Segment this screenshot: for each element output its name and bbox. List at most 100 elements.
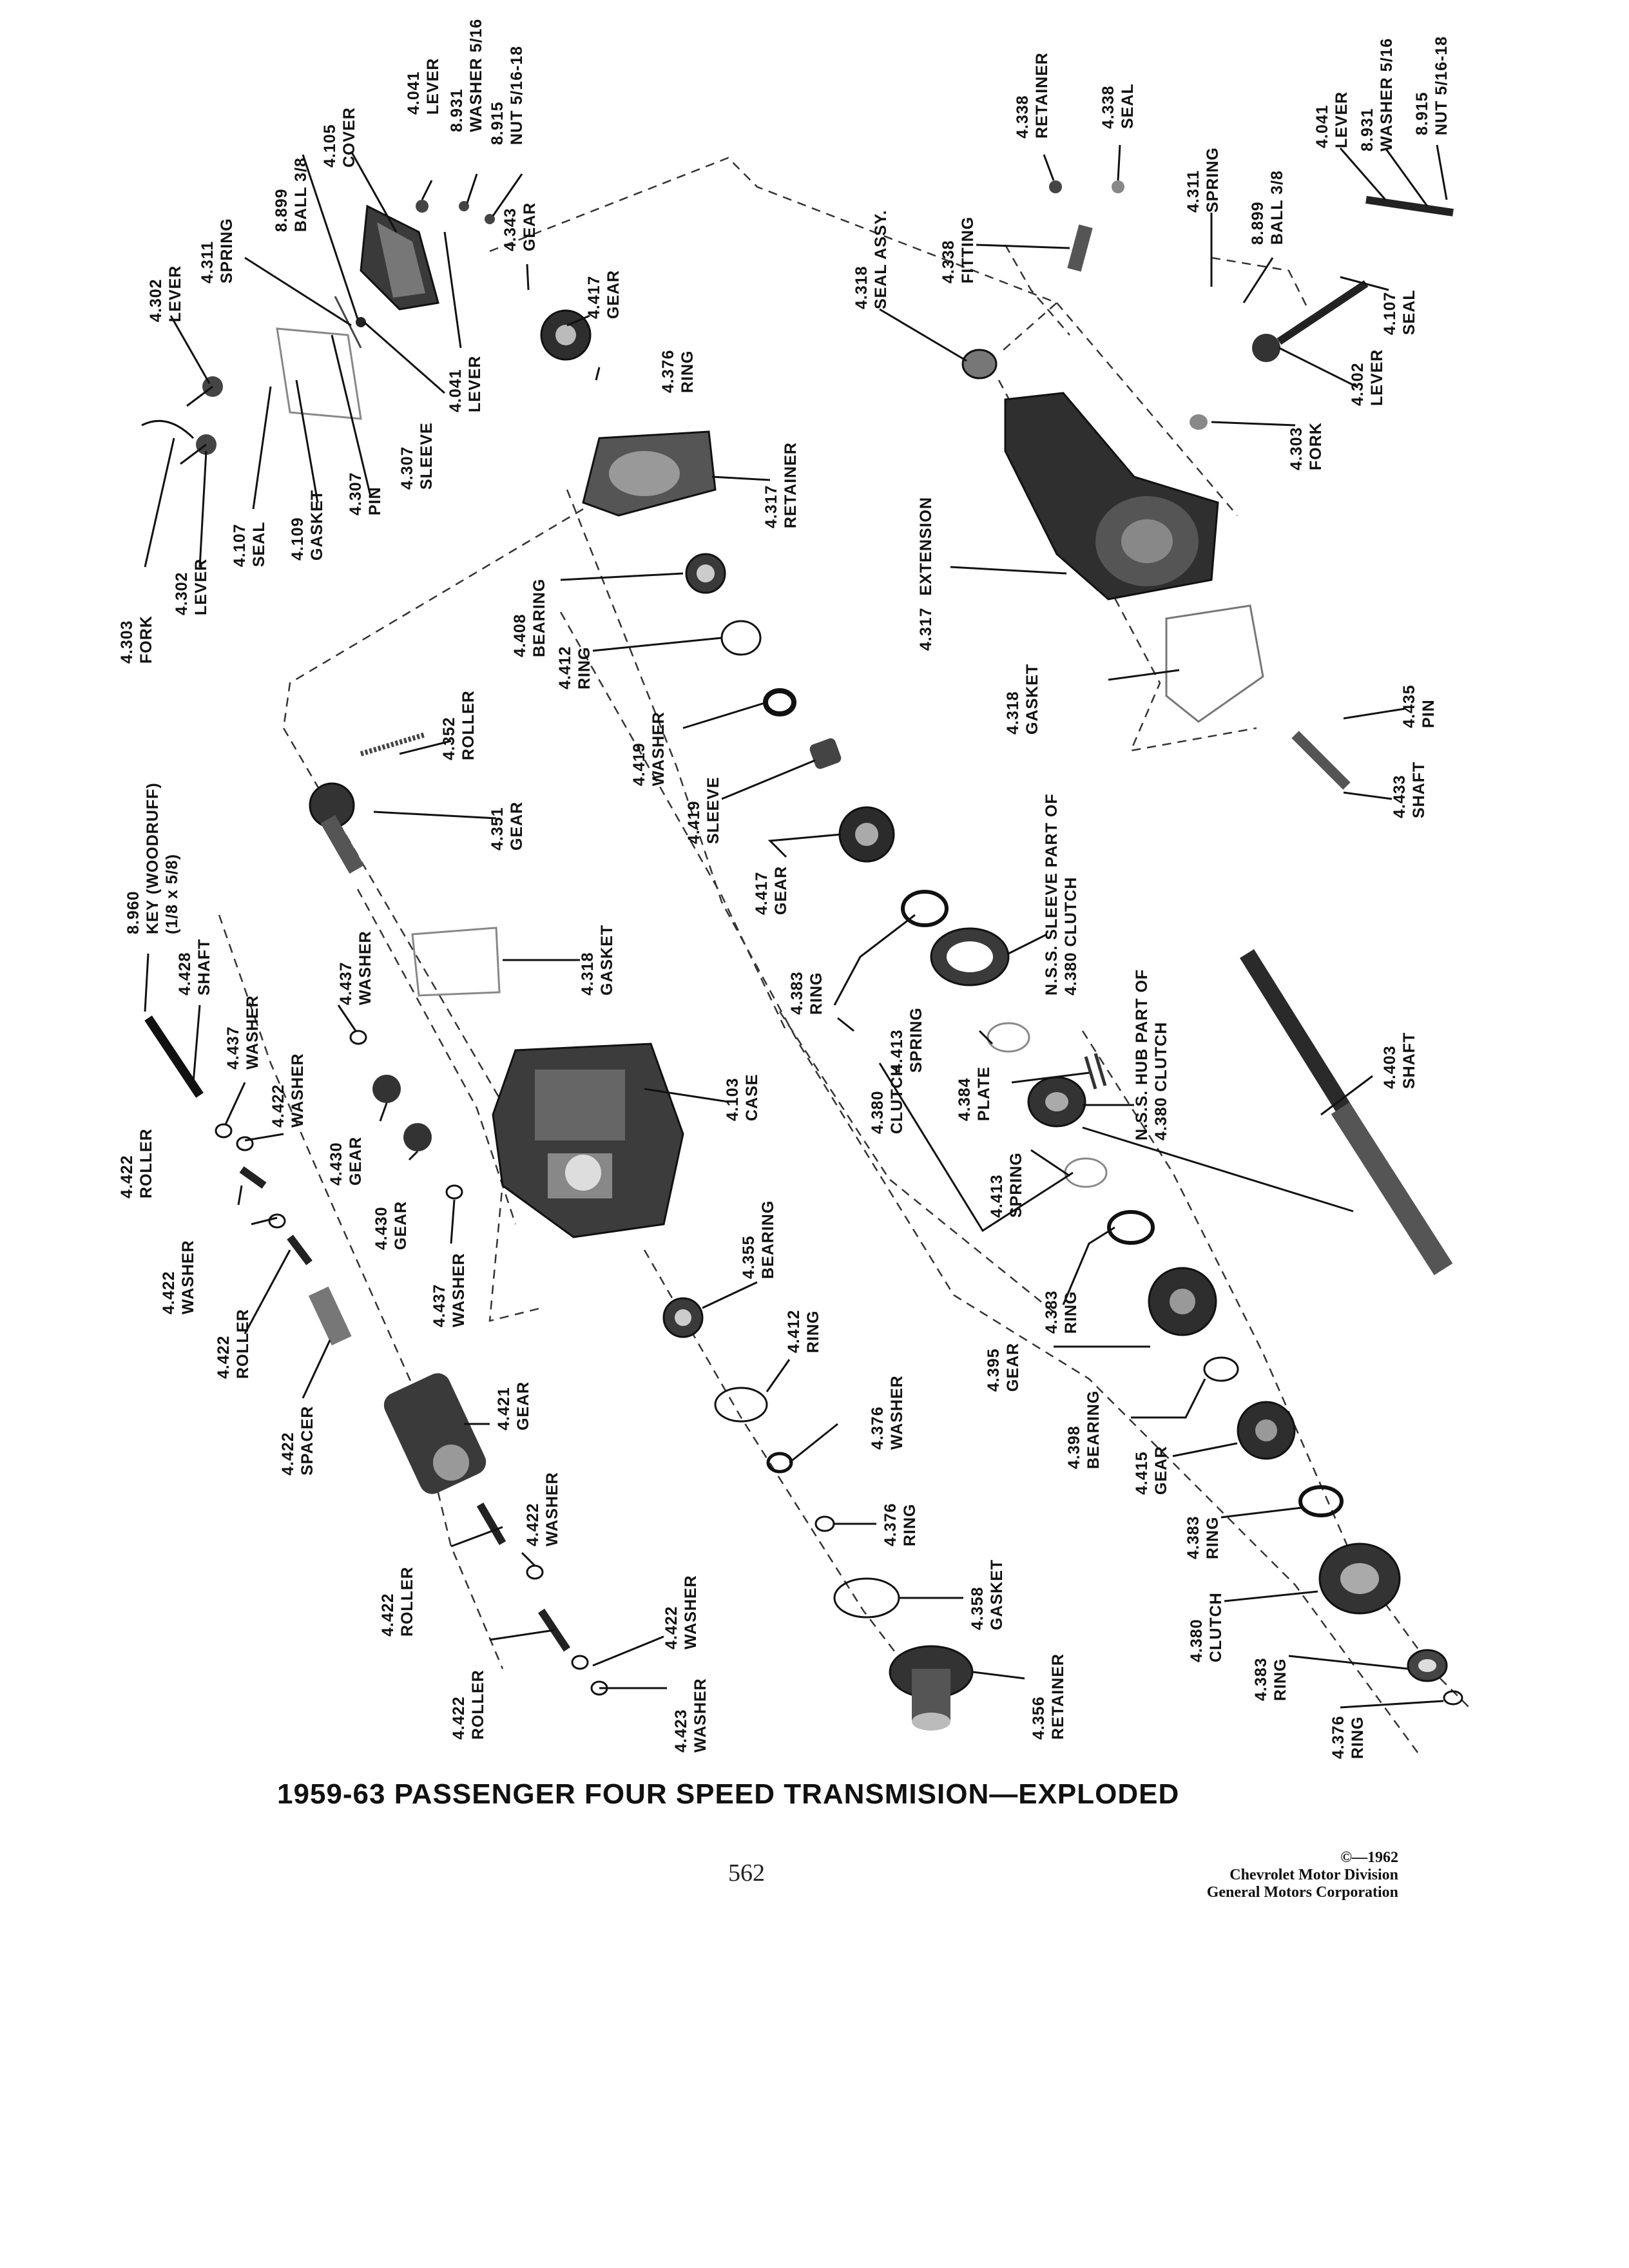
callout-4422-roller-4: 4.422ROLLER [450,1669,487,1740]
callout-4412-ring-2: 4.412RING [785,1309,822,1353]
lever-4302-right-part [1252,280,1369,362]
clutch-4380-part [1318,1542,1401,1615]
credit-line-2: General Motors Corporation [1206,1884,1398,1901]
gasket-4318-part [411,927,501,997]
extension-4317-part [1004,392,1219,601]
gear-4417-top-part [540,309,592,361]
washer-4419-part [763,688,796,716]
callout-4408-bearing: 4.408BEARING [511,579,548,657]
callout-4422-roller-3: 4.422ROLLER [379,1566,416,1637]
side-gasket-part [276,327,362,420]
callout-4376-washer: 4.376WASHER [869,1375,906,1450]
callout-4412-ring: 4.412RING [556,646,593,689]
callout-4376-ring-2: 4.376RING [882,1503,919,1546]
callout-4376-ring-top: 4.376RING [659,349,697,393]
seal-4338-part [1112,180,1124,193]
plate-4384-part [1084,1053,1107,1090]
callout-4303-fork: 4.303FORK [118,615,155,664]
callout-4105-cover: 4.105COVER [321,107,358,168]
ring-4412-part [720,620,762,656]
callout-4303-fork-r: 4.303FORK [1287,422,1325,470]
bearing-4408-part [685,553,726,594]
callout-4422-spacer: 4.422SPACER [279,1406,316,1475]
gear-4395-part [1148,1267,1217,1336]
callout-4318-gasket-r: 4.318GASKET [1004,664,1041,735]
copyright-line: ©—1962 [1340,1849,1398,1866]
callout-4307-sleeve: 4.307SLEEVE [398,422,436,490]
callout-4311-spring: 4.311SPRING [198,218,236,284]
callout-8899-ball: 8.899BALL 3/8 [273,157,310,232]
callout-4422-washer-2: 4.422WASHER [160,1240,197,1314]
ring-4412-lower-part [714,1387,768,1423]
callout-4107-seal: 4.107SEAL [231,521,268,567]
callout-4415-gear: 4.415GEAR [1133,1446,1170,1495]
callout-4356-retainer: 4.356RETAINER [1030,1653,1067,1740]
callout-4422-roller-2: 4.422ROLLER [215,1309,252,1379]
bearing-4398-part [1203,1356,1239,1382]
callout-4437-washer-3: 4.437WASHER [430,1253,468,1327]
callout-nss-hub: N.S.S. HUB PART OF4.380 CLUTCH [1133,969,1170,1140]
shaft-4433-part [1291,731,1351,790]
callout-4109-gasket: 4.109GASKET [289,490,326,561]
cover-part [360,204,439,311]
callout-8915-nut-r: 8.915NUT 5/16-18 [1413,36,1451,135]
callout-4318-seal-assy: 4.318SEAL ASSY. [853,210,890,310]
callout-4383-ring-3: 4.383RING [1184,1515,1222,1559]
ring-4383-bottom-part [1407,1649,1448,1682]
callout-4338-retainer: 4.338RETAINER [1014,52,1051,139]
callout-4380-clutch: 4.380CLUTCH [869,1064,906,1134]
callout-4435-pin: 4.435PIN [1400,684,1438,728]
gear-4415-part [1237,1401,1296,1460]
callout-4107-seal-r: 4.107SEAL [1381,289,1418,335]
callout-8931-washer-r: 8.931WASHER 5/16 [1358,38,1396,151]
callout-4352-roller: 4.352ROLLER [440,690,477,760]
seal-4318-part [961,349,998,380]
callout-4317-extension: 4.317EXTENSION [917,497,935,651]
countershaft-parts [144,1015,463,1346]
callout-4302-lever-r: 4.302LEVER [1349,349,1386,406]
callout-4384-plate: 4.384PLATE [956,1066,993,1121]
callout-4383-ring: 4.383RING [788,971,825,1015]
callout-4302-lever-2: 4.302LEVER [173,559,210,615]
callout-4338-fitting: 4.338FITTING [940,216,977,284]
figure-caption: 1959-63 PASSENGER FOUR SPEED TRANSMISION… [277,1778,1180,1810]
parts [141,180,1463,1731]
callout-4413-spring-2: 4.413SPRING [988,1152,1025,1218]
gear-4417-part [838,806,895,863]
callout-4383-ring-4: 4.383RING [1252,1657,1289,1701]
assembly-guide-lines [218,157,1470,1753]
gasket-4318-right-part [1165,604,1264,723]
callout-8915-nut: 8.915NUT 5/16-18 [488,46,526,145]
lever-4041-right-part [1365,196,1454,216]
callout-4380-clutch-2: 4.380CLUTCH [1188,1592,1225,1662]
callout-4419-washer: 4.419WASHER [630,711,668,786]
gasket-4358-part [833,1577,900,1619]
clutch-sleeve-part [930,927,1010,986]
gear-4421-part [383,1373,487,1494]
callout-4351-gear: 4.351GEAR [488,802,526,850]
callout-4302-lever: 4.302LEVER [147,265,184,322]
callout-4041-lever-r: 4.041LEVER [1313,91,1351,148]
gear-4351-part [309,732,427,874]
callout-4422-washer-4: 4.422WASHER [662,1575,700,1649]
shaft-4403-part [1239,949,1453,1276]
page-number: 562 [728,1860,765,1887]
fork-4303-right-part [1190,414,1208,430]
callout-4437-washer: 4.437WASHER [224,995,262,1070]
fitting-4338-part [1067,224,1093,272]
ring-4376-part [815,1515,835,1532]
callout-4422-washer: 4.422WASHER [269,1053,307,1128]
retainer-4356-part [889,1645,974,1731]
callout-4343-gear: 4.343GEAR [501,202,539,251]
callout-4318-gasket: 4.318GASKET [579,925,616,995]
callout-4398-bearing: 4.398BEARING [1065,1390,1103,1469]
callout-4430-gear-2: 4.430GEAR [372,1201,410,1250]
case-4103-part [492,1043,684,1238]
retainer-4317-part [582,430,717,517]
sleeve-4419-part [809,738,842,769]
callout-4433-shaft: 4.433SHAFT [1391,762,1428,818]
ring-4376-bottom-part [1443,1690,1463,1706]
washer-4376-part [766,1452,793,1474]
ring-4383-lower-part [1298,1485,1344,1517]
callout-nss-sleeve: N.S.S. SLEEVE PART OF4.380 CLUTCH [1043,793,1080,995]
